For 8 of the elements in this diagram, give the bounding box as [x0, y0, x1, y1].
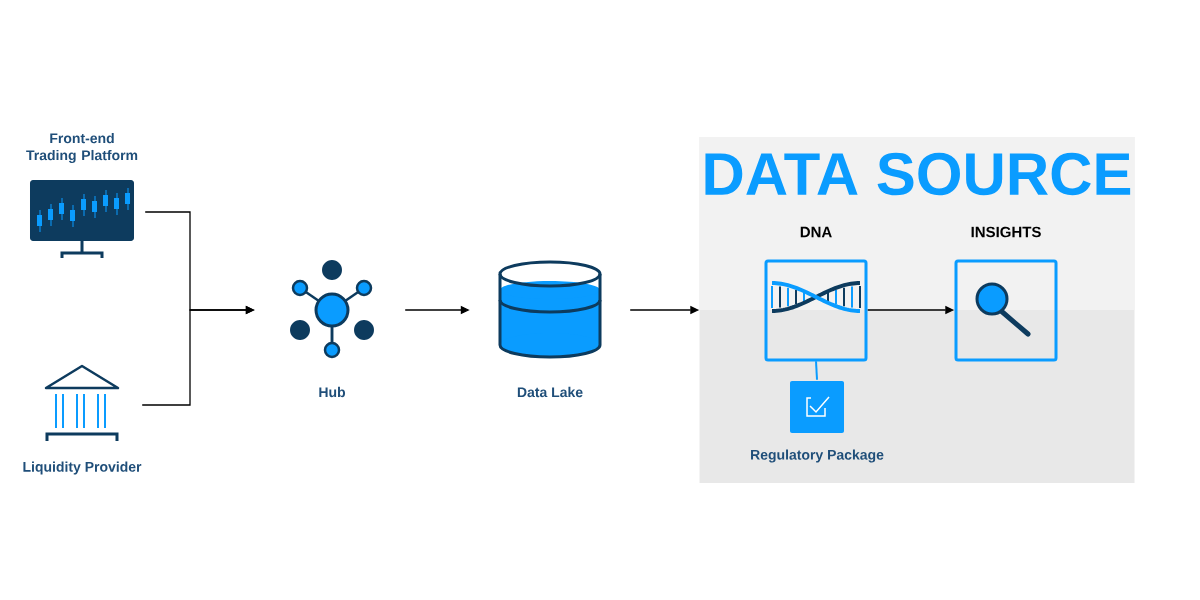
node-label: Regulatory Package — [751, 449, 884, 463]
node-label: Front-end Trading Platform — [26, 132, 138, 164]
node-label: Hub — [319, 386, 346, 398]
panel-title: DATA SOURCE — [705, 152, 1131, 196]
box-heading: DNA — [800, 226, 832, 238]
node-label: Data Lake — [517, 386, 583, 398]
box-heading: INSIGHTS — [971, 226, 1041, 238]
node-label: Liquidity Provider — [23, 461, 142, 475]
